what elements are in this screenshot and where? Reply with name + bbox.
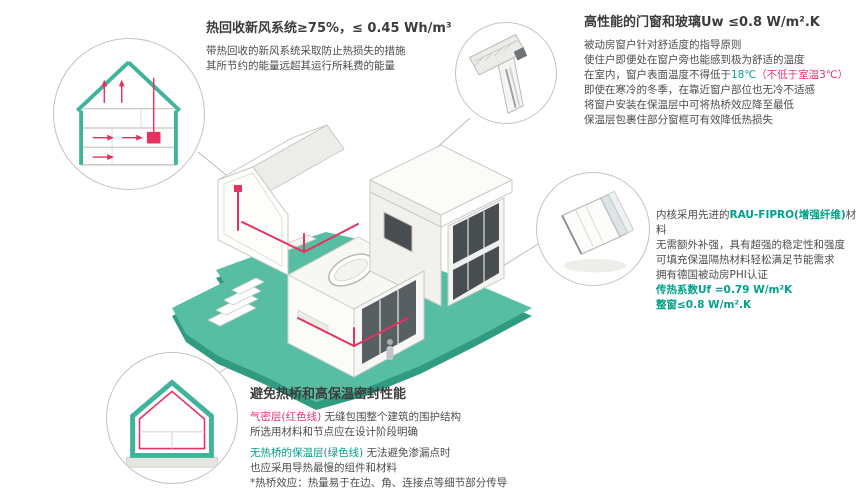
floor-lines <box>83 107 174 165</box>
thermal-footnote: *热桥效应：热量易于在边、角、连接点等细节部分传导 <box>250 477 508 489</box>
insulation-layer-text: 无法避免渗漏点时 <box>363 447 451 459</box>
profile-line-2: 无需额外补强，具有超强的稳定性和强度 <box>656 239 845 251</box>
thermal-section: 避免热桥和高保温密封性能 气密层(红色线) 无缝包围整个建筑的围护结构 所选用材… <box>250 386 585 491</box>
windows-line-4: 即使在寒冷的冬季，在靠近窗户部位也无冷不适感 <box>584 84 815 96</box>
profile-line-4: 拥有德国被动房PHI认证 <box>656 269 768 281</box>
windows-section: 高性能的门窗和玻璃Uw ≤0.8 W/m².K 被动房窗户针对舒适度的指导原则 … <box>584 14 862 128</box>
heat-recovery-section: 热回收新风系统≥75%，≤ 0.45 Wh/m³ 带热回收的新风系统采取防止热损… <box>206 20 476 74</box>
ventilation-ducts <box>234 185 409 348</box>
ground-floor-cutaway <box>287 270 425 378</box>
thermal-title: 避免热桥和高保温密封性能 <box>250 387 407 402</box>
heat-recovery-desc-1: 带热回收的新风系统采取防止热损失的措施 <box>206 45 406 57</box>
thermal-line-4: 也应采用导热最慢的组件和材料 <box>250 462 397 474</box>
house-section-with-ventilation-arrows-icon <box>75 60 182 166</box>
frame-profile-circle <box>536 172 650 286</box>
airtight-layer-text: 无缝包围整个建筑的围护结构 <box>321 411 462 423</box>
windows-line-3-note: （不低于室温3℃） <box>756 69 849 81</box>
profile-line-1-suffix: 材料 <box>656 209 857 236</box>
airflow-arrows <box>92 77 161 160</box>
flat-roof-wing <box>368 144 514 307</box>
profile-line-1-prefix: 内核采用先进的 <box>656 209 730 221</box>
windows-title: 高性能的门窗和玻璃Uw ≤0.8 W/m².K <box>584 15 820 30</box>
window-detail-circle <box>455 22 557 124</box>
airtight-layer-label: 气密层(红色线) <box>250 411 322 423</box>
windows-line-3-prefix: 在室内，窗户表面温度不得低于 <box>584 69 731 81</box>
bathtub <box>328 253 374 287</box>
profile-uf-value: 传热系数Uf =0.79 W/m²K <box>656 284 793 296</box>
profile-line-3: 可填充保温隔热材料轻松满足节能需求 <box>656 254 835 266</box>
heat-recovery-circle <box>53 38 205 190</box>
windows-line-6: 保温层包裹住部分窗框可有效降低热损失 <box>584 114 773 126</box>
profile-material-name: RAU-FIPRO(增强纤维) <box>729 209 846 221</box>
windows-line-5: 将窗户安装在保温层中可将热桥效应降至最低 <box>584 99 794 111</box>
red-airtight-line <box>138 390 206 450</box>
gable-wing <box>217 124 345 276</box>
window-installation-corner-detail-icon <box>468 33 528 115</box>
green-insulation-line <box>130 379 214 458</box>
hatch-lines <box>474 42 513 66</box>
profile-section: 内核采用先进的RAU-FIPRO(增强纤维)材料 无需额外补强，具有超强的稳定性… <box>656 208 862 313</box>
windows-line-1: 被动房窗户针对舒适度的指导原则 <box>584 39 742 51</box>
windows-line-3-temperature: 18℃ <box>731 69 757 81</box>
thermal-line-2: 所选用材料和节点应在设计阶段明确 <box>250 426 418 438</box>
thermal-envelope-circle <box>106 352 238 484</box>
house-envelope-section-icon <box>126 379 218 468</box>
insulation-layer-label: 无热桥的保温层(绿色线) <box>250 447 364 459</box>
person-figure <box>386 339 394 360</box>
profile-uw-value: 整窗≤0.8 W/m².K <box>656 299 752 311</box>
isometric-house-illustration <box>158 80 558 430</box>
window-frame-profile-3d-icon <box>561 190 635 273</box>
isometric-house-svg <box>172 124 532 410</box>
heat-recovery-desc-2: 其所节约的能量远超其运行所耗费的能量 <box>206 60 395 72</box>
windows-line-2: 使住户即便处在窗户旁也能感到极为舒适的温度 <box>584 54 805 66</box>
heat-recovery-title: 热回收新风系统≥75%，≤ 0.45 Wh/m³ <box>206 21 452 36</box>
